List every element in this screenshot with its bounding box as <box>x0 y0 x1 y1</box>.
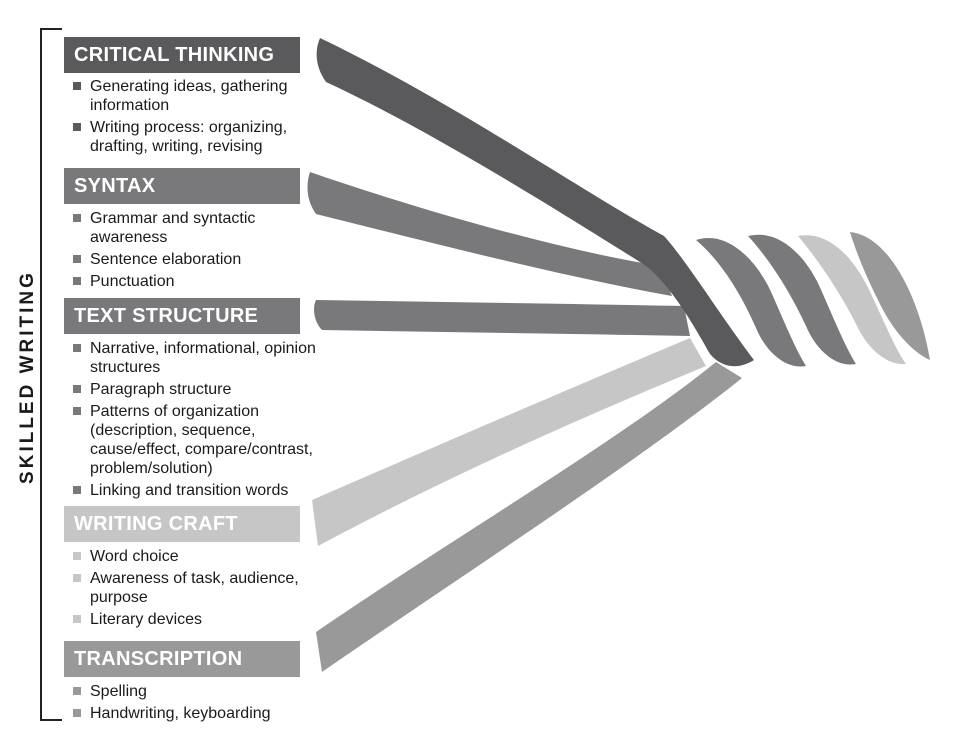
square-bullet-icon <box>73 407 81 415</box>
list-item: Narrative, informational, opinion struct… <box>72 339 322 377</box>
square-bullet-icon <box>73 385 81 393</box>
section-title-transcription: TRANSCRIPTION <box>64 641 300 677</box>
section-title-syntax: SYNTAX <box>64 168 300 204</box>
list-item: Punctuation <box>72 272 322 291</box>
section-list-syntax: Grammar and syntactic awareness Sentence… <box>72 209 322 294</box>
square-bullet-icon <box>73 615 81 623</box>
list-item: Handwriting, keyboarding <box>72 704 322 723</box>
section-title-text-structure: TEXT STRUCTURE <box>64 298 300 334</box>
section-list-critical-thinking: Generating ideas, gathering information … <box>72 77 322 159</box>
rope-twist-1 <box>696 237 806 367</box>
square-bullet-icon <box>73 214 81 222</box>
list-item: Spelling <box>72 682 322 701</box>
list-item: Linking and transition words <box>72 481 322 500</box>
square-bullet-icon <box>73 709 81 717</box>
square-bullet-icon <box>73 486 81 494</box>
square-bullet-icon <box>73 277 81 285</box>
list-item: Grammar and syntactic awareness <box>72 209 322 247</box>
rope-strand-writing-craft <box>312 338 706 546</box>
square-bullet-icon <box>73 82 81 90</box>
list-item: Generating ideas, gathering information <box>72 77 322 115</box>
section-list-writing-craft: Word choice Awareness of task, audience,… <box>72 547 322 632</box>
list-item: Patterns of organization (description, s… <box>72 402 322 478</box>
rope-twist-2 <box>748 234 856 365</box>
rope-strand-syntax <box>307 172 672 296</box>
list-item: Awareness of task, audience, purpose <box>72 569 322 607</box>
square-bullet-icon <box>73 574 81 582</box>
square-bullet-icon <box>73 255 81 263</box>
square-bullet-icon <box>73 344 81 352</box>
section-title-critical-thinking: CRITICAL THINKING <box>64 37 300 73</box>
section-list-text-structure: Narrative, informational, opinion struct… <box>72 339 322 503</box>
rope-strand-critical-thinking <box>316 38 754 367</box>
section-list-transcription: Spelling Handwriting, keyboarding <box>72 682 322 726</box>
rope-strand-transcription <box>316 362 742 672</box>
list-item: Writing process: organizing, drafting, w… <box>72 118 322 156</box>
list-item: Literary devices <box>72 610 322 629</box>
rope-strand-text-structure <box>314 300 690 336</box>
square-bullet-icon <box>73 123 81 131</box>
skilled-writing-bracket <box>40 28 62 721</box>
section-title-writing-craft: WRITING CRAFT <box>64 506 300 542</box>
square-bullet-icon <box>73 687 81 695</box>
list-item: Paragraph structure <box>72 380 322 399</box>
rope-twist-4 <box>850 232 930 360</box>
list-item: Sentence elaboration <box>72 250 322 269</box>
square-bullet-icon <box>73 552 81 560</box>
list-item: Word choice <box>72 547 322 566</box>
rope-twist-3 <box>798 235 906 365</box>
